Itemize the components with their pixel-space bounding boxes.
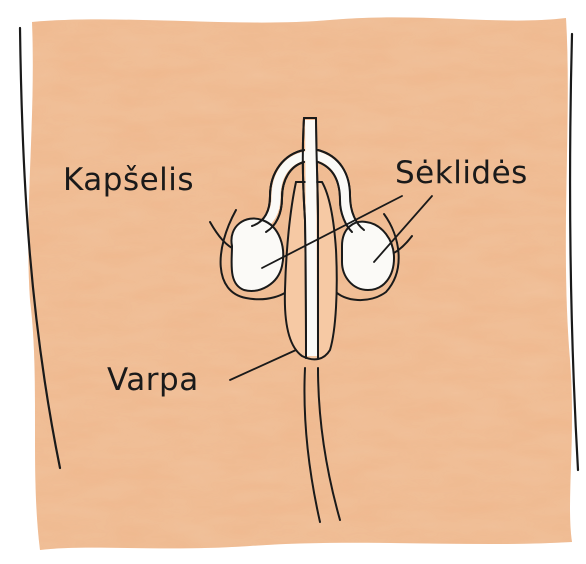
- label-testes: Sėklidės: [395, 158, 528, 189]
- label-penis: Varpa: [107, 365, 199, 396]
- testis-left: [231, 218, 283, 290]
- label-scrotum: Kapšelis: [63, 165, 194, 196]
